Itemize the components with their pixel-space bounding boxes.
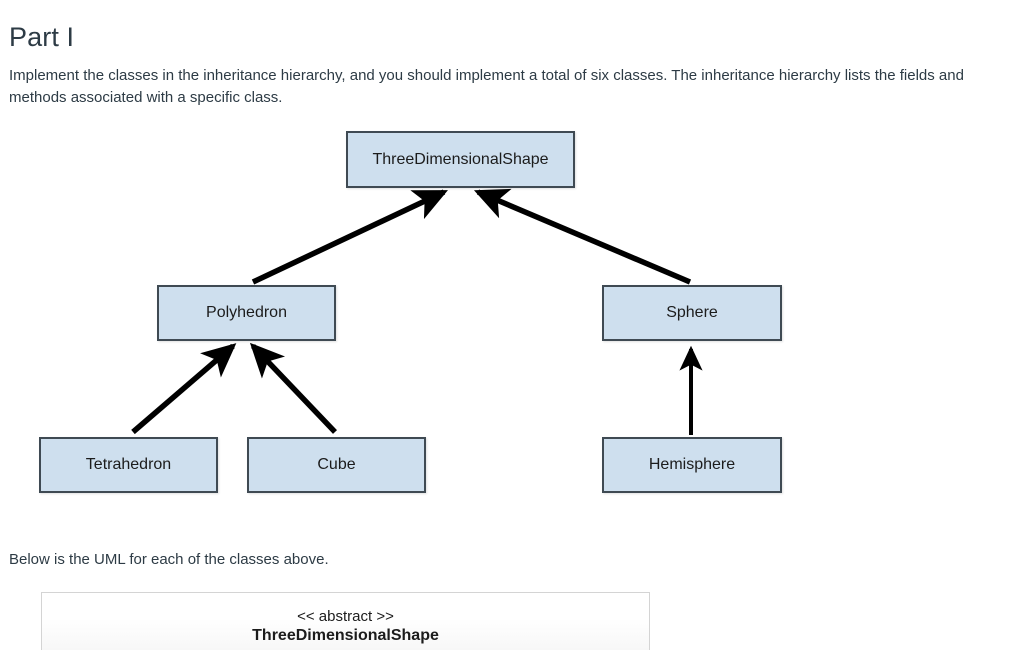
page-title: Part I — [9, 22, 75, 53]
node-tetrahedron: Tetrahedron — [39, 437, 218, 493]
uml-class-name: ThreeDimensionalShape — [252, 627, 439, 644]
edge-polyhedron-to-threedimensionalshape — [251, 189, 448, 285]
node-hemisphere: Hemisphere — [602, 437, 782, 493]
node-label: Hemisphere — [648, 456, 736, 473]
node-cube: Cube — [247, 437, 426, 493]
node-label: Cube — [317, 456, 356, 473]
edge-cube-to-polyhedron — [249, 342, 337, 434]
edge-sphere-to-threedimensionalshape — [473, 188, 692, 285]
uml-note: Below is the UML for each of the classes… — [9, 551, 329, 568]
intro-paragraph: Implement the classes in the inheritance… — [9, 67, 964, 106]
node-label: Sphere — [666, 304, 718, 321]
node-polyhedron: Polyhedron — [157, 285, 336, 341]
inheritance-hierarchy-diagram: ThreeDimensionalShape Polyhedron Sphere … — [0, 110, 1024, 510]
node-label: Tetrahedron — [85, 456, 172, 473]
edge-tetrahedron-to-polyhedron — [131, 343, 237, 435]
node-label: Polyhedron — [206, 304, 287, 321]
hierarchy-arrows — [131, 188, 703, 435]
node-three-dimensional-shape: ThreeDimensionalShape — [346, 131, 575, 188]
uml-stereotype: << abstract >> — [297, 608, 394, 625]
node-sphere: Sphere — [602, 285, 782, 341]
node-label: ThreeDimensionalShape — [372, 150, 549, 168]
uml-class-card-threedimensionalshape: << abstract >> ThreeDimensionalShape — [41, 592, 650, 650]
